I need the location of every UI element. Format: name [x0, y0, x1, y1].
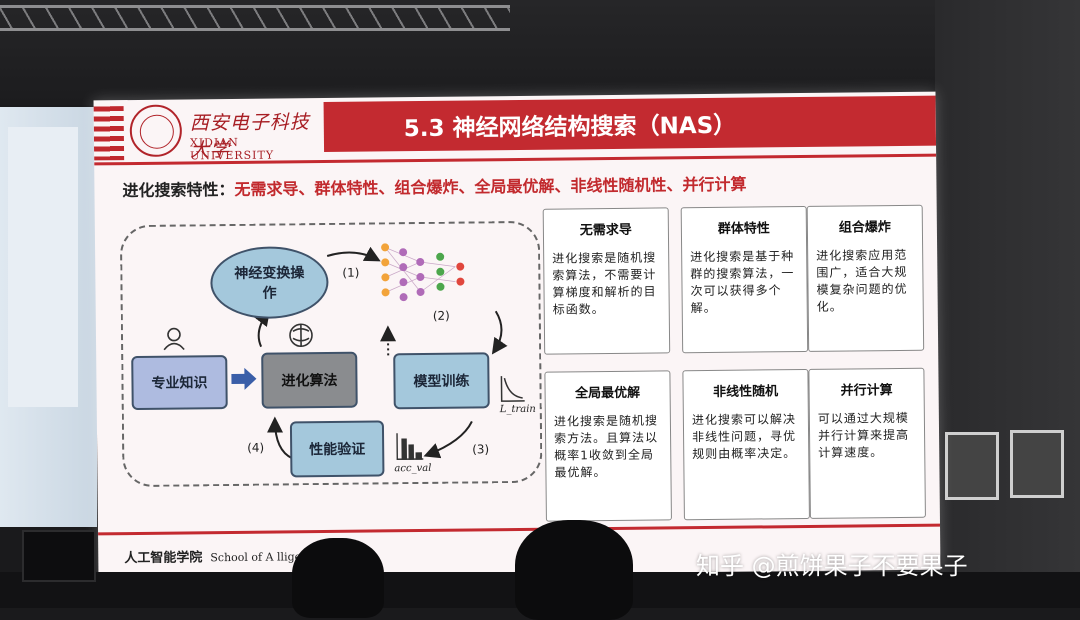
card-title: 无需求导 — [552, 218, 660, 238]
expert-knowledge-node: 专业知识 — [131, 355, 228, 410]
card-title: 并行计算 — [817, 379, 915, 399]
card-title: 非线性随机 — [691, 380, 799, 400]
lighting-truss — [0, 5, 510, 31]
card-body: 进化搜索应用范围广，适合大规模复杂问题的优化。 — [816, 247, 915, 316]
card-title: 全局最优解 — [554, 381, 662, 401]
card-body: 进化搜索是随机搜索方法。且算法以概率1收敛到全局最优解。 — [554, 412, 663, 481]
feature-card-parallel: 并行计算 可以通过大规模并行计算来提高计算速度。 — [808, 368, 926, 519]
zhihu-watermark: 知乎 @煎饼果子不要果子 — [696, 546, 968, 581]
model-training-node: 模型训练 — [393, 352, 490, 409]
traits-line: 进化搜索特性：无需求导、群体特性、组合爆炸、全局最优解、非线性随机性、并行计算 — [122, 171, 746, 202]
stage-speaker — [22, 530, 96, 582]
venue-wall — [935, 0, 1080, 608]
expert-knowledge-label: 专业知识 — [151, 372, 207, 393]
traits-label: 进化搜索特性： — [122, 180, 234, 200]
traits-values: 无需求导、群体特性、组合爆炸、全局最优解、非线性随机性、并行计算 — [234, 175, 746, 199]
footer-school-cn: 人工智能学院 — [124, 550, 202, 566]
evolution-algorithm-node: 进化算法 — [261, 352, 358, 409]
performance-verify-node: 性能验证 — [290, 420, 385, 477]
feature-card-combinatorial: 组合爆炸 进化搜索应用范围广，适合大规模复杂问题的优化。 — [807, 205, 925, 352]
step-label-2: (2) — [433, 309, 450, 323]
card-title: 群体特性 — [690, 217, 798, 237]
university-logo: 西安电子科技大学 XIDIAN UNIVERSITY — [124, 101, 325, 165]
feature-card-global-optimum: 全局最优解 进化搜索是随机搜索方法。且算法以概率1收敛到全局最优解。 — [544, 370, 672, 521]
basketball-backboard — [945, 432, 999, 500]
step-label-3: (3) — [472, 442, 489, 456]
feature-card-no-derivative: 无需求导 进化搜索是随机搜索算法，不需要计算梯度和解析的目标函数。 — [543, 207, 671, 354]
side-screen — [0, 107, 97, 527]
step-label-1: (1) — [342, 266, 359, 280]
accuracy-label: acc_val — [394, 463, 431, 474]
university-name-en: XIDIAN UNIVERSITY — [190, 135, 324, 162]
audience-head — [515, 520, 633, 620]
university-seal-icon — [130, 104, 183, 157]
performance-verify-label: 性能验证 — [309, 439, 365, 460]
card-body: 进化搜索是随机搜索算法，不需要计算梯度和解析的目标函数。 — [552, 249, 661, 318]
card-body: 可以通过大规模并行计算来提高计算速度。 — [818, 410, 917, 462]
feature-card-population: 群体特性 进化搜索是基于种群的搜索算法，一次可以获得多个解。 — [681, 206, 809, 353]
basketball-backboard — [1010, 430, 1064, 498]
title-bar: 5.3 神经网络结构搜索（NAS） — [324, 96, 936, 152]
card-title: 组合爆炸 — [816, 216, 914, 236]
slide-title: 5.3 神经网络结构搜索（NAS） — [404, 106, 737, 143]
feature-card-nonlinear: 非线性随机 进化搜索可以解决非线性问题，寻优规则由概率决定。 — [682, 369, 810, 520]
card-body: 进化搜索是基于种群的搜索算法，一次可以获得多个解。 — [690, 248, 799, 317]
loss-label: L_train — [500, 404, 536, 415]
card-body: 进化搜索可以解决非线性问题，寻优规则由概率决定。 — [692, 411, 801, 463]
step-label-4: (4) — [247, 441, 264, 455]
transform-operation-label: 神经变换操作 — [234, 262, 304, 303]
footer-divider — [98, 524, 940, 536]
evolution-algorithm-label: 进化算法 — [281, 370, 337, 391]
audience-head — [292, 538, 384, 618]
projected-slide: 西安电子科技大学 XIDIAN UNIVERSITY 5.3 神经网络结构搜索（… — [94, 92, 941, 579]
model-training-label: 模型训练 — [413, 371, 469, 392]
header-stripes — [94, 106, 125, 160]
